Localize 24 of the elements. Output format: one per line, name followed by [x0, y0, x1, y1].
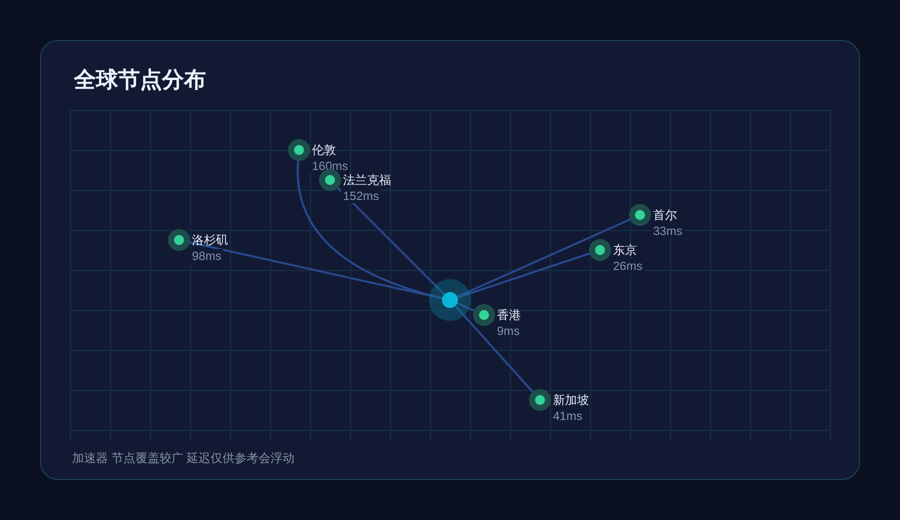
- hub-dot: [442, 292, 458, 308]
- connector-line: [296, 160, 444, 300]
- city-name: 新加坡: [553, 392, 589, 408]
- title: 全球节点分布: [74, 66, 206, 94]
- city-name: 伦敦: [312, 142, 336, 158]
- latency-value: 26ms: [611, 259, 644, 273]
- connector-line: [456, 302, 475, 312]
- connector-line: [454, 304, 534, 393]
- connector-line: [456, 252, 591, 298]
- city-name: 洛杉矶: [192, 232, 228, 248]
- city-name: 首尔: [653, 207, 677, 223]
- city-name: 东京: [613, 242, 637, 258]
- latency-value: 9ms: [495, 324, 522, 338]
- city-name: 法兰克福: [343, 172, 391, 188]
- connector-line: [336, 186, 446, 296]
- latency-value: 41ms: [551, 409, 584, 423]
- footnote: 加速器 节点覆盖较广 延迟仅供参考会浮动: [72, 450, 295, 466]
- latency-value: 98ms: [190, 249, 224, 263]
- latency-value: 33ms: [651, 224, 684, 238]
- city-name: 香港: [497, 307, 521, 323]
- latency-value: 160ms: [310, 159, 350, 173]
- latency-value: 152ms: [341, 189, 382, 203]
- connector-line: [456, 218, 631, 298]
- connector-line: [188, 241, 444, 300]
